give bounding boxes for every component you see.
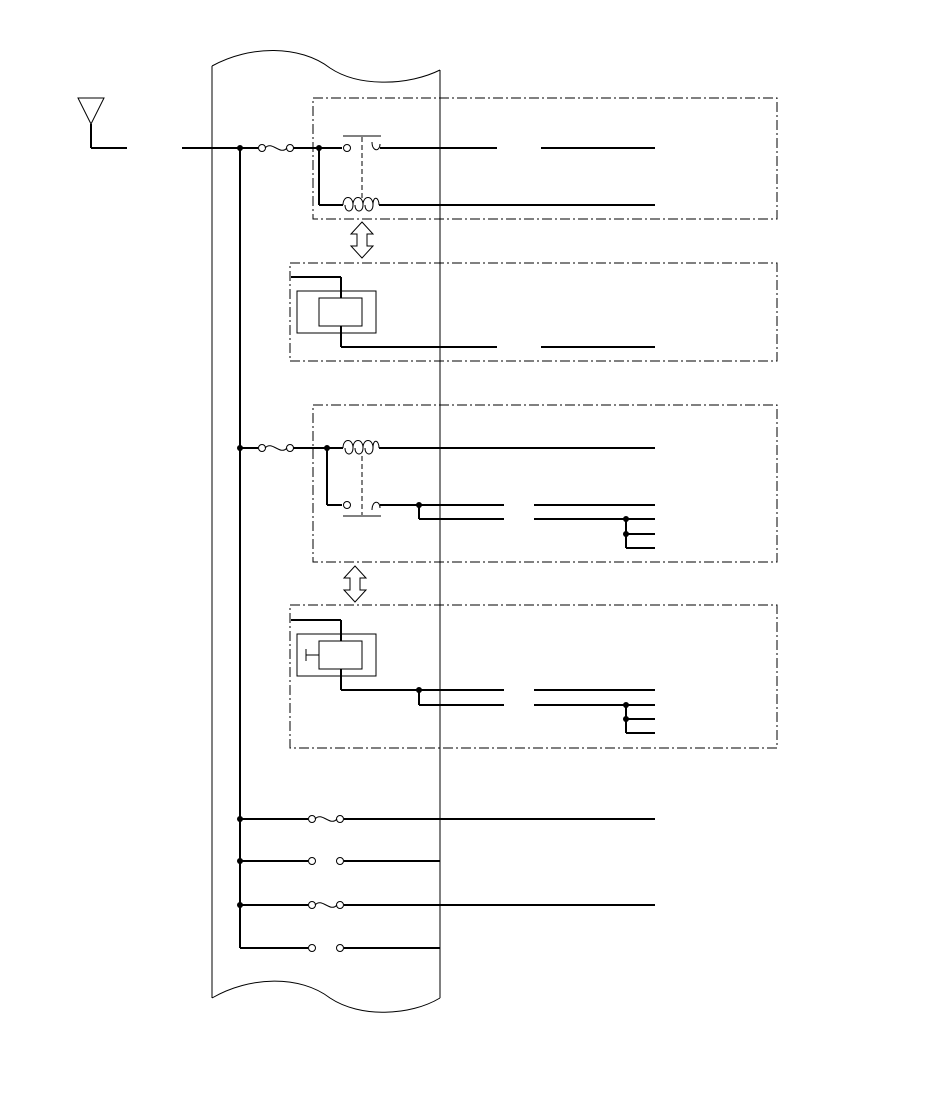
harness-block (211, 50, 441, 1013)
relay-1-contact-icon (343, 135, 381, 152)
antenna-icon (77, 97, 127, 149)
module-2-icon (296, 633, 377, 677)
relay-1-box (312, 97, 778, 220)
fuse-1-icon (258, 144, 294, 152)
link-arrow-icon (349, 221, 375, 259)
module-1-icon (296, 290, 377, 334)
connector-1-icon (308, 857, 344, 865)
link-arrow-icon (342, 565, 368, 603)
fuse-4-icon (308, 901, 344, 909)
fuse-2-icon (258, 444, 294, 452)
fuse-3-icon (308, 815, 344, 823)
relay-2-box (312, 404, 778, 563)
relay-2-coil-icon (342, 440, 380, 455)
module-1-box (289, 262, 778, 362)
connector-2-icon (308, 944, 344, 952)
module-2-box (289, 604, 778, 749)
relay-2-contact-icon (343, 501, 381, 517)
relay-1-coil-icon (342, 197, 380, 212)
